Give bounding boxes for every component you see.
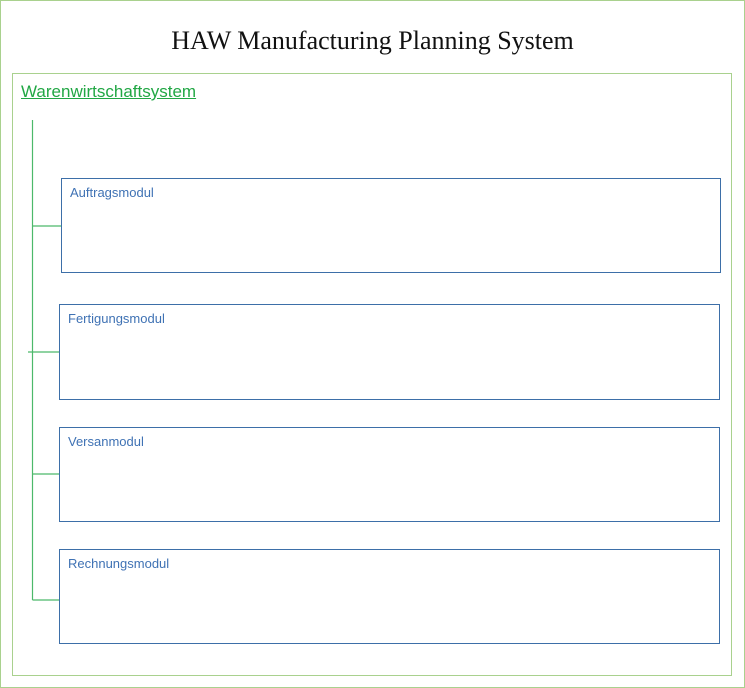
system-link[interactable]: Warenwirtschaftsystem [21, 82, 197, 101]
module-label: Auftragsmodul [70, 185, 154, 200]
module-box-versanmodul[interactable]: Versanmodul [59, 427, 720, 522]
page-title: HAW Manufacturing Planning System [171, 26, 574, 55]
module-label: Fertigungsmodul [68, 311, 165, 326]
module-label: Rechnungsmodul [68, 556, 170, 571]
module-box-rechnungsmodul[interactable]: Rechnungsmodul [59, 549, 720, 644]
module-box-fertigungsmodul[interactable]: Fertigungsmodul [59, 304, 720, 400]
module-label: Versanmodul [68, 434, 144, 449]
module-box-auftragsmodul[interactable]: Auftragsmodul [61, 178, 721, 273]
system-container [12, 73, 732, 676]
